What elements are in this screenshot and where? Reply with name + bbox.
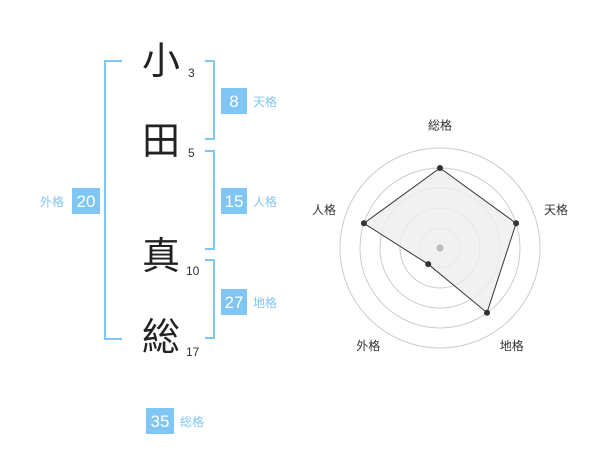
- name-char-1: 小: [142, 39, 181, 83]
- chikaku-value: 27: [221, 289, 247, 315]
- radar-axis-label-1: 総格: [428, 118, 452, 133]
- radar-axis-label-2: 天格: [544, 202, 568, 217]
- chikaku-label: 地格: [253, 296, 278, 310]
- radar-point-3: [484, 309, 491, 316]
- soukaku-value: 35: [146, 408, 174, 434]
- radar-point-5: [360, 220, 367, 227]
- tenkaku-value: 8: [221, 88, 247, 114]
- radar-axis-label-4: 外格: [356, 338, 380, 353]
- radar-polygon: [363, 167, 517, 314]
- radar-ring-5: [339, 147, 541, 349]
- stroke-count-3: 10: [186, 264, 200, 278]
- name-char-2: 田: [142, 119, 181, 163]
- soukaku-label: 総格: [180, 415, 205, 429]
- name-char-3: 真: [142, 234, 181, 278]
- radar-center-dot: [436, 244, 444, 252]
- radar-point-2: [513, 220, 520, 227]
- jinkaku-value: 15: [221, 188, 247, 214]
- stroke-count-4: 17: [186, 345, 200, 359]
- gaikaku-label: 外格: [40, 195, 65, 209]
- name-char-4: 総: [142, 315, 181, 359]
- radar-axis-label-3: 地格: [500, 338, 524, 353]
- stroke-count-2: 5: [188, 146, 195, 160]
- radar-axis-label-5: 人格: [312, 202, 336, 217]
- radar-point-4: [425, 261, 432, 268]
- stroke-count-1: 3: [188, 66, 195, 80]
- gaikaku-value: 20: [72, 188, 100, 214]
- tenkaku-label: 天格: [253, 95, 278, 109]
- jinkaku-label: 人格: [253, 195, 278, 209]
- radar-point-1: [437, 165, 443, 171]
